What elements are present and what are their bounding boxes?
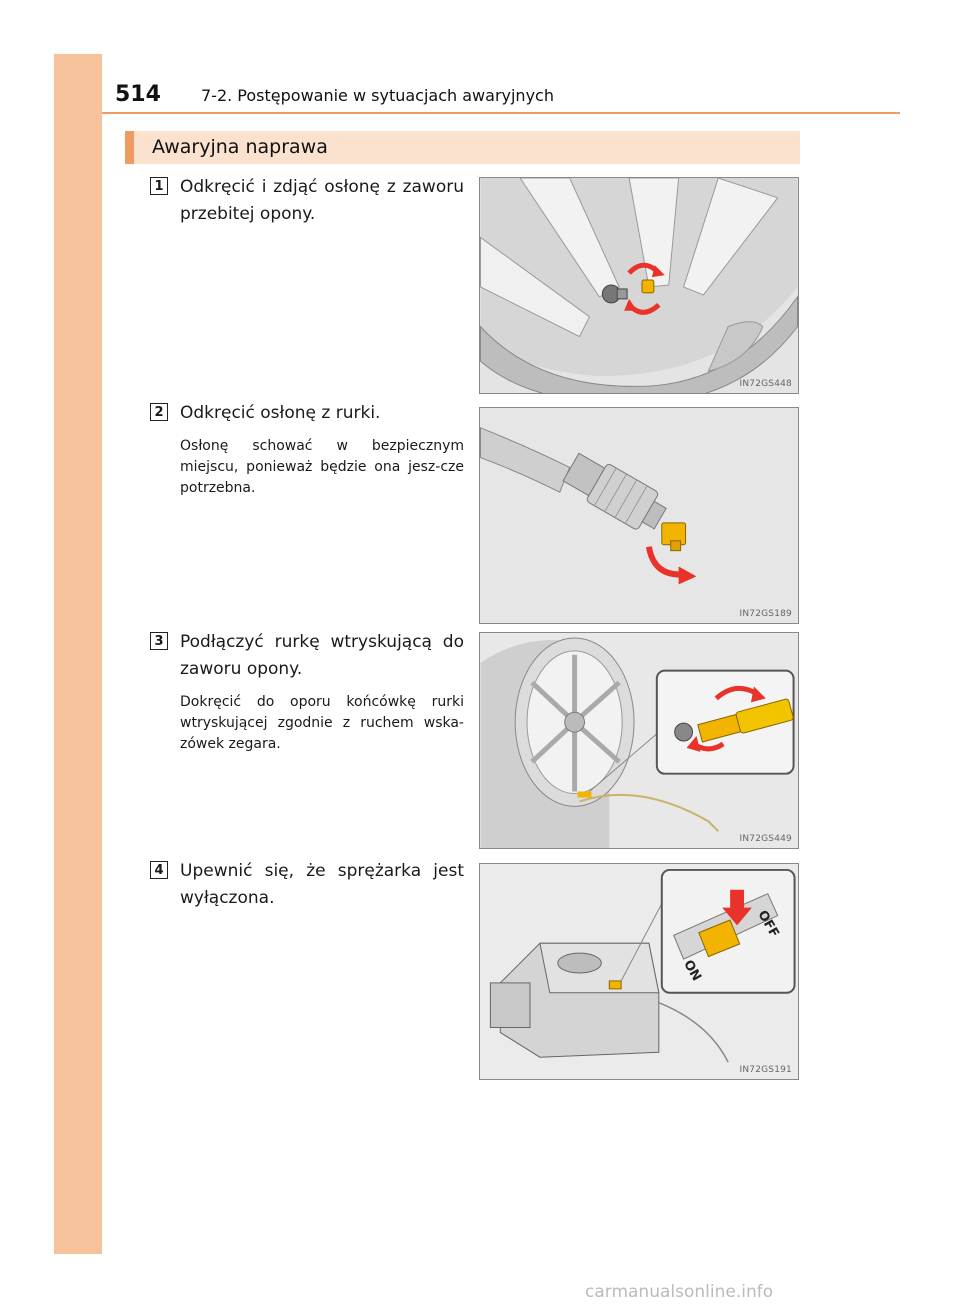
step-number: 3 [150,632,168,650]
wheel-valve-illustration [480,178,798,393]
step-number: 1 [150,177,168,195]
step-number: 2 [150,403,168,421]
compressor-illustration: OFF ON [480,864,798,1079]
figure-compressor-switch: OFF ON IN72GS191 [479,863,799,1080]
figure-hose-cap-removal: IN72GS189 [479,407,799,624]
header-divider [102,112,900,114]
side-tab-strip [54,54,102,1254]
watermark: carmanualsonline.info [585,1282,774,1302]
figure-code: IN72GS191 [739,1065,792,1075]
step-text: Podłączyć rurkę wtryskującą do zaworu op… [180,632,464,679]
step-text: Odkręcić i zdjąć osłonę z zaworu przebit… [180,177,464,224]
figure-code: IN72GS448 [739,379,792,389]
hose-connection-illustration [480,633,798,848]
step-note: Dokręcić do oporu końcówkę rurki wtrysku… [180,694,464,752]
figure-valve-cap-removal: IN72GS448 [479,177,799,394]
page-number: 514 [115,82,161,107]
section-header: Awaryjna naprawa [125,131,800,164]
step-note: Osłonę schować w bezpiecznym miejscu, po… [180,438,464,496]
chapter-title: 7-2. Postępowanie w sytuacjach awaryjnyc… [201,86,554,105]
figure-code: IN72GS449 [739,834,792,844]
figure-hose-to-valve: IN72GS449 [479,632,799,849]
figure-code: IN72GS189 [739,609,792,619]
step-text: Upewnić się, że sprężarka jest wyłączona… [180,861,464,908]
step-number: 4 [150,861,168,879]
section-title: Awaryjna naprawa [152,136,328,158]
hose-cap-illustration [480,408,798,623]
step-text: Odkręcić osłonę z rurki. [180,403,381,423]
